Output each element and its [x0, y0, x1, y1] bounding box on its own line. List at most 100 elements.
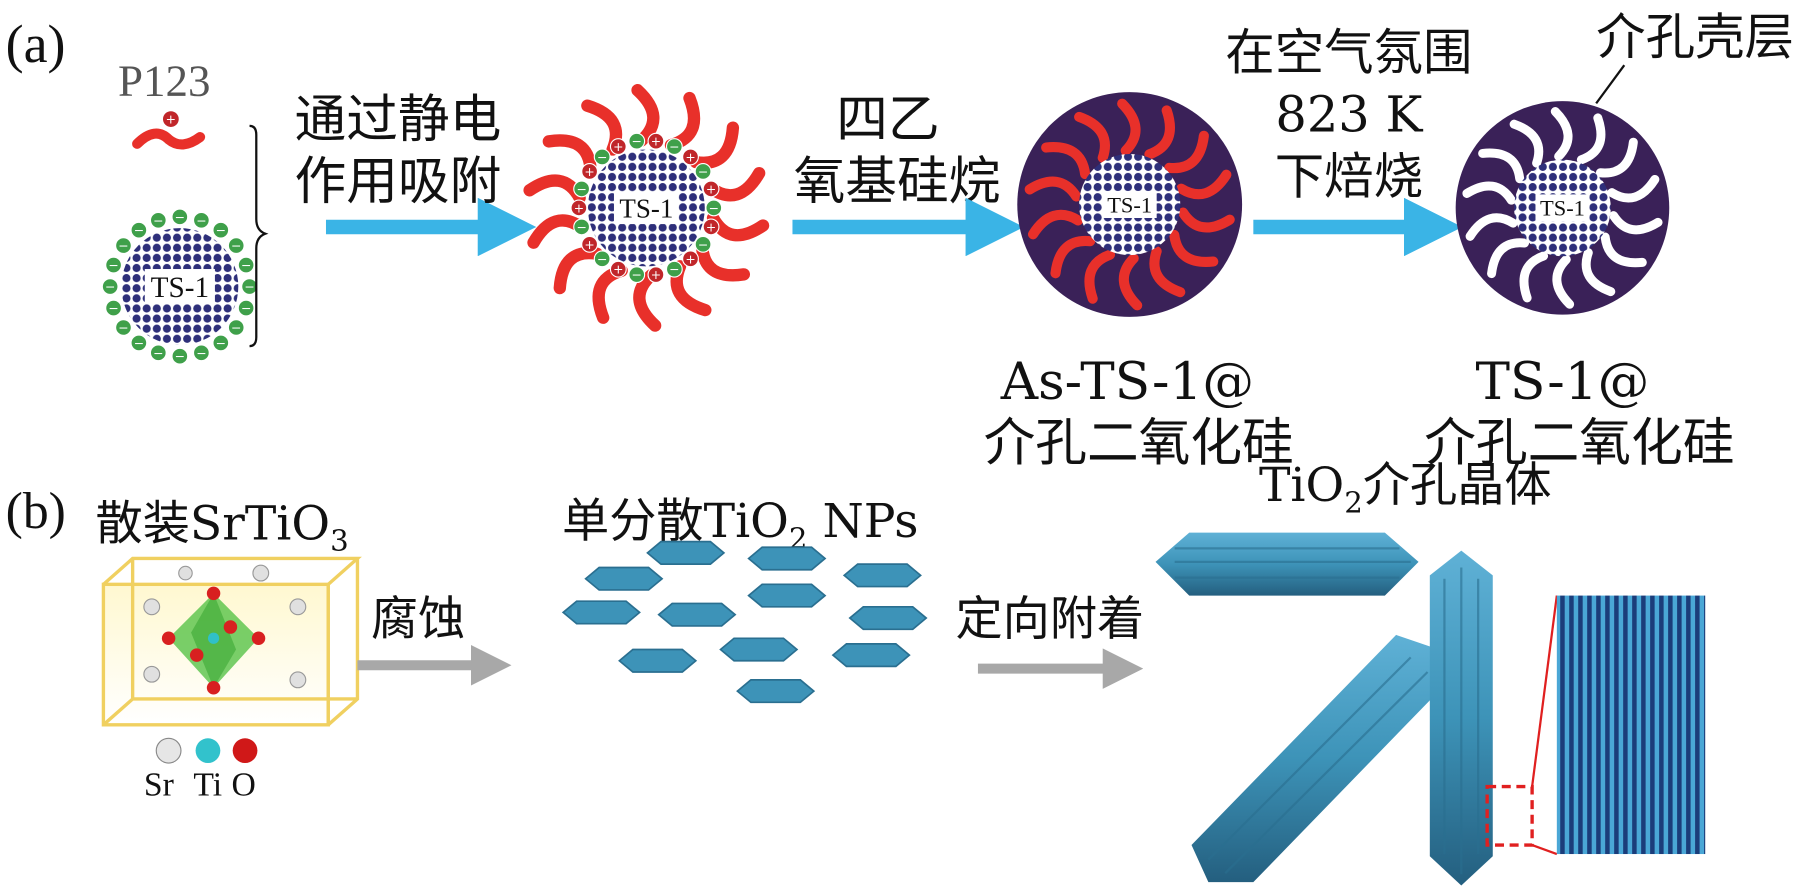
negative-charge-bead — [115, 237, 132, 255]
plus-sign: + — [685, 252, 695, 266]
negative-charge-bead — [171, 347, 189, 365]
polymer-tail — [1050, 235, 1096, 279]
negative-charge-bead — [130, 221, 148, 239]
crystal-label: TiO2介孔晶体 — [1259, 458, 1552, 519]
positive-charge-bead — [702, 180, 720, 198]
product2-line2: 介孔二氧化硅 — [1424, 414, 1734, 474]
polymer-tail — [1177, 207, 1235, 233]
tio2-nanoplatelet — [842, 563, 922, 588]
minus-sign: − — [241, 302, 251, 316]
brace — [249, 124, 269, 348]
ts1-particle-bare: TS-1−−−−−−−−−−−−−−−−−−−− — [101, 208, 258, 365]
negative-charge-bead — [593, 148, 611, 166]
polymer-tail — [1509, 119, 1544, 168]
negative-charge-bead — [665, 260, 683, 278]
polymer-tail — [523, 174, 586, 204]
plus-sign: + — [685, 150, 695, 164]
negative-charge-bead — [212, 221, 230, 239]
plus-sign: + — [613, 263, 623, 277]
legend-ti: Ti — [193, 767, 222, 804]
negative-charge-bead — [237, 256, 255, 274]
minus-sign: − — [175, 210, 185, 224]
srtio3-unit-cell — [101, 556, 362, 727]
polymer-tail — [1478, 148, 1525, 184]
minus-sign: − — [216, 336, 226, 350]
legend-sr: Sr — [144, 767, 174, 804]
negative-charge-bead — [665, 138, 683, 155]
minus-sign: − — [597, 252, 607, 266]
polymer-tail — [1552, 254, 1575, 309]
tio2-nanoplatelet — [848, 605, 928, 631]
ts1-mesoporous-silica-particle: TS-1 — [1455, 101, 1670, 315]
polymer-tail — [631, 84, 660, 147]
step1-line2: 作用吸附 — [295, 152, 502, 212]
step2-line2: 氧基硅烷 — [794, 152, 1001, 212]
minus-sign: − — [709, 201, 719, 215]
polymer-tail — [1487, 238, 1530, 279]
product1-line2: 介孔二氧化硅 — [984, 414, 1294, 474]
negative-charge-bead — [149, 344, 167, 362]
panel-b-label: (b) — [6, 483, 66, 540]
core-label-bg — [1535, 194, 1590, 222]
minus-sign: − — [244, 280, 254, 294]
zoom-region-box — [1485, 784, 1534, 847]
negative-charge-bead — [227, 237, 245, 255]
negative-charge-bead — [105, 256, 123, 274]
negative-charge-bead — [101, 278, 119, 295]
negative-charge-bead — [171, 208, 189, 226]
polymer-tail — [633, 268, 662, 332]
oriented-attachment-label: 定向附着 — [955, 592, 1144, 647]
plus-sign: + — [574, 201, 584, 215]
tio2-nanoplatelet — [618, 648, 698, 673]
negative-charge-bead — [694, 163, 712, 180]
core-label-bg — [613, 191, 679, 225]
p123-molecule: + — [132, 111, 206, 150]
polymer-tail — [1117, 98, 1141, 156]
tio2-nanoplatelet — [584, 566, 664, 591]
minus-sign: − — [632, 135, 642, 149]
step1-line1: 通过静电 — [295, 90, 502, 150]
minus-sign: − — [669, 263, 679, 277]
step2-line1: 四乙 — [836, 90, 939, 150]
positive-charge-bead — [609, 138, 627, 155]
tio2-nanoplatelet — [831, 643, 911, 668]
minus-sign: − — [118, 321, 128, 335]
tio2-nanoplatelet — [736, 679, 816, 704]
polymer-tail — [1024, 176, 1082, 202]
polymer-tail — [1041, 142, 1091, 180]
positive-charge-bead — [581, 163, 599, 180]
polymer-tail — [1600, 232, 1647, 268]
polymer-tail — [1581, 248, 1616, 297]
minus-sign: − — [134, 224, 144, 238]
shell-pointer — [1595, 64, 1626, 105]
mesocrystal-rod-diagonal — [1191, 634, 1439, 883]
step3-line3: 下焙烧 — [1275, 147, 1423, 205]
bulk-srtio3-label: 散装SrTiO3 — [96, 496, 349, 557]
minus-sign: − — [597, 150, 607, 164]
p123-label: P123 — [118, 56, 210, 106]
minus-sign: − — [632, 268, 642, 282]
product1-line1: As-TS-1@ — [1000, 352, 1254, 412]
minus-sign: − — [698, 238, 708, 252]
negative-charge-bead — [192, 211, 210, 229]
plus-sign: + — [613, 140, 623, 154]
negative-charge-bead — [628, 132, 646, 150]
polymer-tail — [1550, 107, 1573, 161]
negative-charge-bead — [212, 334, 230, 352]
minus-sign: − — [175, 350, 185, 364]
minus-sign: − — [231, 239, 241, 253]
negative-charge-bead — [227, 319, 245, 336]
minus-sign: − — [153, 214, 163, 228]
minus-sign: − — [134, 336, 144, 350]
polymer-tail — [1084, 249, 1116, 304]
as-ts1-silica-particle: TS-1 — [1017, 92, 1243, 317]
polymer-tail — [1595, 137, 1638, 178]
core-label-bg — [1102, 191, 1157, 219]
polymer-tail — [1609, 211, 1663, 235]
negative-charge-bead — [694, 235, 712, 253]
negative-charge-bead — [237, 299, 255, 317]
polymer-tail — [1465, 213, 1518, 241]
core-label: TS-1 — [1540, 196, 1585, 221]
positive-charge-bead — [647, 132, 665, 150]
